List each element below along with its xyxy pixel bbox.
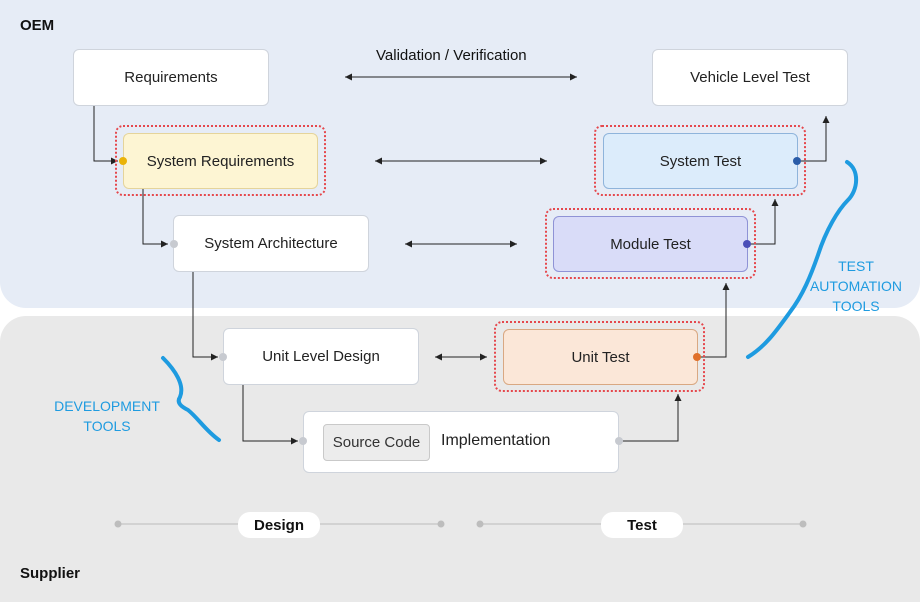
arrow-system-test-to-vehicle-test [798,116,830,162]
system-architecture-box[interactable]: System Architecture [173,215,369,272]
vehicle-level-test-box[interactable]: Vehicle Level Test [652,49,848,106]
arrow-unit-test-to-module-test [697,283,730,358]
system-architecture-label: System Architecture [204,235,338,252]
arrow-system-requirements-to-architecture [142,189,168,248]
development-brace [161,356,221,442]
test-timeline-start-dot [476,520,484,528]
system-requirements-label: System Requirements [146,152,295,170]
test-phase-pill: Test [601,512,683,538]
test-automation-tools-label: TEST AUTOMATION TOOLS [808,256,904,316]
vehicle-level-test-label: Vehicle Level Test [690,69,810,86]
test-phase-label: Test [627,516,657,534]
implementation-label: Implementation [441,432,551,449]
test-automation-tools-line-2: AUTOMATION [809,278,903,294]
test-automation-tools-line-1: TEST [838,258,874,274]
system-test-port-dot [793,157,801,165]
oem-label: OEM [20,17,55,34]
design-timeline-start-dot [114,520,122,528]
module-test-highlight [545,208,756,279]
requirements-label: Requirements [124,69,218,86]
system-requirements-box[interactable]: System Requirements [123,133,318,189]
arrow-architecture-to-unit-design [192,272,218,361]
system-test-label: System Test [659,152,742,170]
design-phase-label: Design [253,516,304,534]
system-architecture-port-dot [170,240,178,248]
supplier-label: Supplier [20,565,81,582]
module-test-port-dot [743,240,751,248]
requirements-box[interactable]: Requirements [73,49,269,106]
unit-level-design-port-dot [219,353,227,361]
implementation-in-port-dot [299,437,307,445]
test-automation-brace [746,160,859,359]
unit-test-label: Unit Test [571,348,630,366]
test-timeline-end-dot [799,520,807,528]
development-tools-label: DEVELOPMENT TOOLS [50,396,164,436]
system-test-box[interactable]: System Test [603,133,798,189]
arrow-unit-design-to-implementation [242,385,298,445]
unit-test-port-dot [693,353,701,361]
unit-level-design-label: Unit Level Design [262,348,380,365]
development-tools-line-1: DEVELOPMENT [54,398,160,414]
arrow-module-test-to-system-test [747,199,779,245]
design-timeline-end-dot [437,520,445,528]
unit-test-highlight [494,321,705,392]
system-requirements-highlight [115,125,326,196]
module-test-label: Module Test [610,235,691,253]
unit-level-design-box[interactable]: Unit Level Design [223,328,419,385]
source-code-label: Source Code [332,434,421,451]
unit-test-box[interactable]: Unit Test [503,329,698,385]
implementation-out-port-dot [615,437,623,445]
arrow-requirements-to-system-requirements [93,106,118,165]
source-code-chip: Source Code [323,424,430,461]
system-requirements-port-dot [119,157,127,165]
system-test-highlight [594,125,806,196]
arrow-implementation-to-unit-test [619,394,682,442]
design-phase-pill: Design [238,512,320,538]
module-test-box[interactable]: Module Test [553,216,748,272]
development-tools-line-2: TOOLS [83,418,131,434]
test-automation-tools-line-3: TOOLS [832,298,880,314]
validation-verification-label: Validation / Verification [376,47,527,64]
